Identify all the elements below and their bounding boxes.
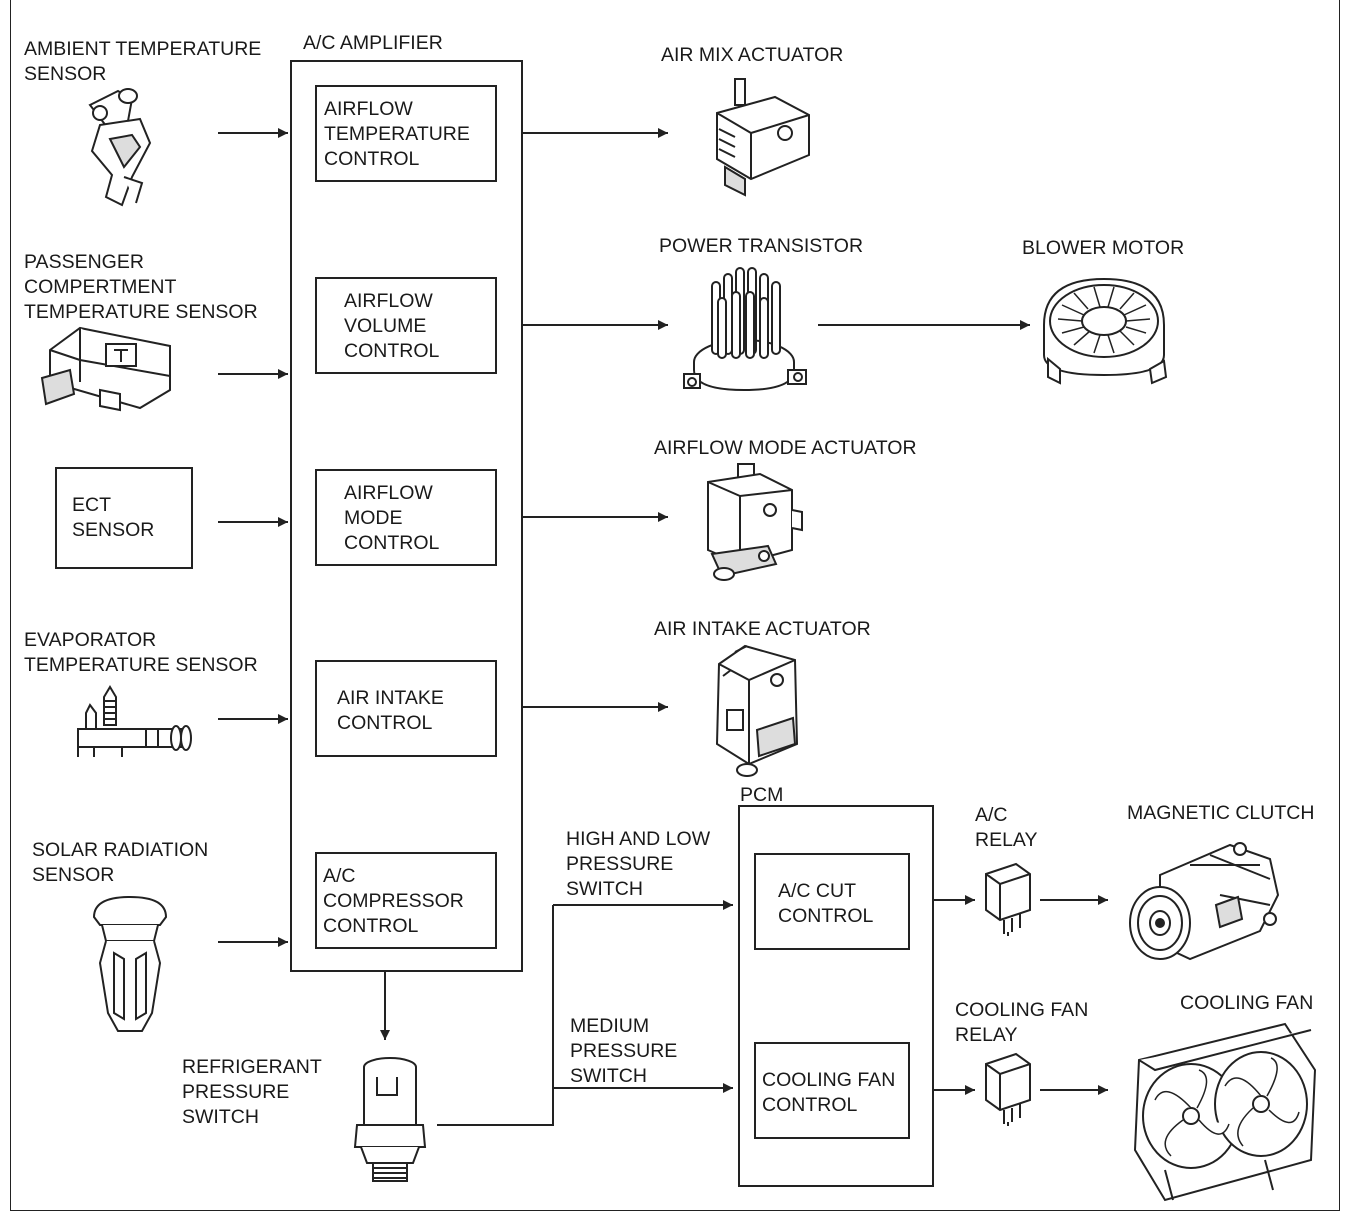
label-air-mix-actuator: AIR MIX ACTUATOR [661,44,844,66]
relay-icon [978,860,1038,945]
label-cooling-fan-relay: COOLING FAN RELAY [955,999,1089,1046]
label-cooling-fan: COOLING FAN [1180,992,1314,1014]
pressure-switch-icon [345,1055,435,1190]
label-magnetic-clutch: MAGNETIC CLUTCH [1127,802,1315,824]
block-airflow-volume: AIRFLOW VOLUME CONTROL [315,277,497,374]
block-ac-cut: A/C CUT CONTROL [754,853,910,950]
label-ambient-sensor: AMBIENT TEMPERATURE SENSOR [24,38,262,85]
passenger-sensor-icon [40,320,180,420]
intake-actuator-icon [705,640,815,785]
fan-relay-icon [978,1050,1038,1135]
block-ac-compressor: A/C COMPRESSOR CONTROL [315,852,497,949]
block-airflow-volume-label: AIRFLOW VOLUME CONTROL [344,290,440,362]
block-air-intake: AIR INTAKE CONTROL [315,660,497,757]
amplifier-title: A/C AMPLIFIER [303,32,443,54]
label-ect-sensor: ECT SENSOR [72,494,155,541]
label-refrigerant-switch: REFRIGERANT PRESSURE SWITCH [182,1056,322,1128]
label-passenger-sensor: PASSENGER COMPERTMENT TEMPERATURE SENSOR [24,251,258,323]
label-airflow-mode-actuator: AIRFLOW MODE ACTUATOR [654,437,917,459]
cooling-fan-icon [1125,1020,1325,1210]
line-switch-branch [437,905,554,1126]
solar-sensor-icon [90,893,170,1038]
block-ac-compressor-label: A/C COMPRESSOR CONTROL [323,865,464,937]
ambient-sensor-icon [70,85,170,215]
blower-motor-icon [1038,265,1173,395]
block-cooling-fan-control: COOLING FAN CONTROL [754,1042,910,1139]
mode-actuator-icon [698,460,808,595]
label-high-low-switch: HIGH AND LOW PRESSURE SWITCH [566,828,711,900]
ect-sensor-box: ECT SENSOR [55,467,193,569]
block-airflow-temperature: AIRFLOW TEMPERATURE CONTROL [315,85,497,182]
block-airflow-mode-label: AIRFLOW MODE CONTROL [344,482,440,554]
label-ac-relay: A/C RELAY [975,804,1038,851]
evaporator-sensor-icon [72,685,197,765]
block-airflow-mode: AIRFLOW MODE CONTROL [315,469,497,566]
magnetic-clutch-icon [1120,835,1285,975]
label-evaporator-sensor: EVAPORATOR TEMPERATURE SENSOR [24,629,258,676]
label-blower-motor: BLOWER MOTOR [1022,237,1185,259]
pcm-title: PCM [740,784,784,806]
label-air-intake-actuator: AIR INTAKE ACTUATOR [654,618,871,640]
label-solar-sensor: SOLAR RADIATION SENSOR [32,839,209,886]
block-air-intake-label: AIR INTAKE CONTROL [337,687,444,734]
block-cooling-fan-control-label: COOLING FAN CONTROL [762,1069,896,1116]
air-mix-actuator-icon [705,75,815,205]
block-airflow-temperature-label: AIRFLOW TEMPERATURE CONTROL [324,98,470,170]
power-transistor-icon [680,262,810,402]
label-power-transistor: POWER TRANSISTOR [659,235,864,257]
label-medium-switch: MEDIUM PRESSURE SWITCH [570,1015,678,1087]
block-ac-cut-label: A/C CUT CONTROL [778,880,874,927]
